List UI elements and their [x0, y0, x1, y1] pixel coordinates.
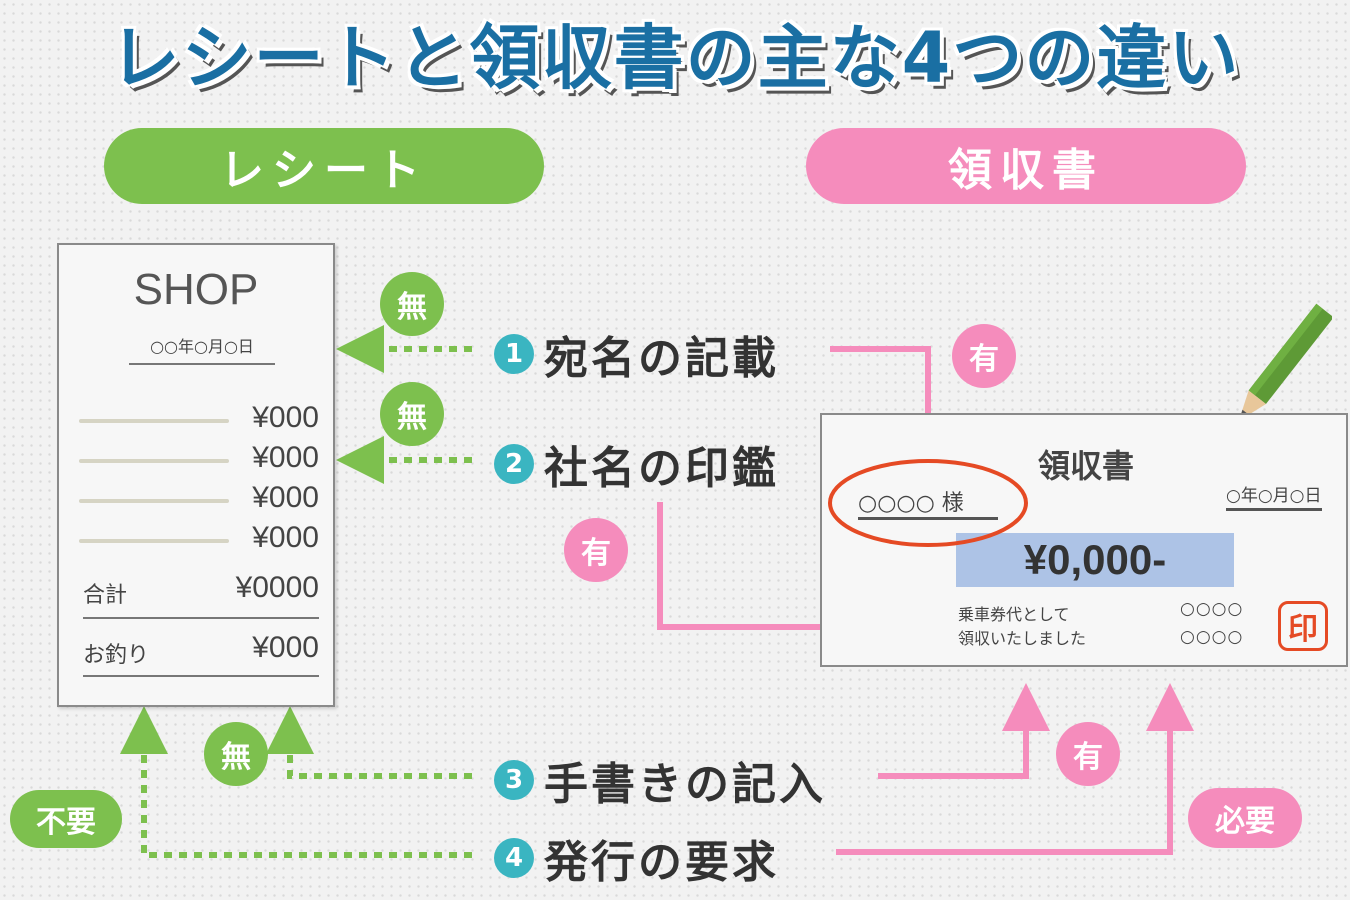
number-badge: 2: [494, 444, 534, 484]
receipt-date: ○○年○月○日: [129, 333, 275, 365]
receipt-item-line: [79, 419, 229, 423]
number-badge: 1: [494, 334, 534, 374]
difference-label: 社名の印鑑: [544, 443, 779, 494]
addressee-underline: [858, 517, 998, 520]
receipt-change-label: お釣り: [83, 643, 150, 668]
connector-item3-receipt: [266, 706, 472, 779]
receipt-item-line: [79, 459, 229, 463]
receipt-badge-item3: 無: [204, 722, 268, 786]
connector-item4-receipt: [120, 706, 472, 858]
receipt-illustration: SHOP ○○年○月○日 ¥000 ¥000 ¥000 ¥000 合計 ¥000…: [57, 243, 335, 707]
invoice-addressee: ○○○○ 様: [858, 491, 964, 516]
receipt-total-label: 合計: [83, 583, 128, 608]
invoice-issuer-placeholder: ○○○○: [1180, 599, 1244, 619]
difference-label: 手書きの記入: [544, 759, 826, 810]
receipt-change-value: ¥000: [252, 631, 319, 664]
receipt-item-price: ¥000: [252, 521, 319, 554]
receipt-total-value: ¥0000: [235, 571, 319, 604]
receipt-item-price: ¥000: [252, 441, 319, 474]
invoice-badge-item3: 有: [1056, 722, 1120, 786]
invoice-badge-item1: 有: [952, 324, 1016, 388]
receipt-shop-name: SHOP: [133, 265, 259, 314]
invoice-illustration: 領収書 ○○○○ 様 ○年○月○日 ¥0,000- 乗車券代として 領収いたしま…: [820, 413, 1348, 667]
difference-item-2: 2 社名の印鑑: [494, 432, 779, 496]
receipt-header: レシート: [104, 128, 544, 204]
invoice-title: 領収書: [1037, 447, 1134, 485]
number-badge: 3: [494, 760, 534, 800]
addressee-highlight-ellipse: [828, 459, 1028, 547]
receipt-badge-item2: 無: [380, 382, 444, 446]
number-badge: 4: [494, 838, 534, 878]
receipt-item-price: ¥000: [252, 401, 319, 434]
receipt-item-line: [79, 539, 229, 543]
difference-item-4: 4 発行の要求: [494, 826, 779, 890]
connector-item1-invoice: [830, 346, 952, 464]
invoice-amount: ¥0,000-: [956, 533, 1234, 587]
invoice-note-line2: 領収いたしました: [958, 629, 1087, 648]
connector-item3-invoice: [878, 683, 1050, 779]
receipt-divider: [83, 617, 319, 619]
invoice-issuer-placeholder: ○○○○: [1180, 627, 1244, 647]
connector-item4-invoice: [836, 683, 1194, 855]
invoice-header: 領収書: [806, 128, 1246, 204]
difference-label: 発行の要求: [544, 837, 779, 888]
page-title: レシートと領収書の主な4つの違い: [109, 17, 1241, 99]
receipt-badge-item4: 不要: [10, 790, 122, 848]
invoice-note-line1: 乗車券代として: [958, 605, 1070, 624]
receipt-badge-item1: 無: [380, 272, 444, 336]
difference-item-3: 3 手書きの記入: [494, 748, 826, 812]
invoice-badge-item2: 有: [564, 518, 628, 582]
receipt-item-line: [79, 499, 229, 503]
receipt-divider: [83, 675, 319, 677]
difference-label: 宛名の記載: [544, 333, 779, 384]
receipt-item-price: ¥000: [252, 481, 319, 514]
invoice-date: ○年○月○日: [1226, 481, 1322, 511]
company-seal-stamp: 印: [1278, 601, 1328, 651]
difference-item-1: 1 宛名の記載: [494, 322, 779, 386]
invoice-badge-item4: 必要: [1188, 788, 1302, 848]
